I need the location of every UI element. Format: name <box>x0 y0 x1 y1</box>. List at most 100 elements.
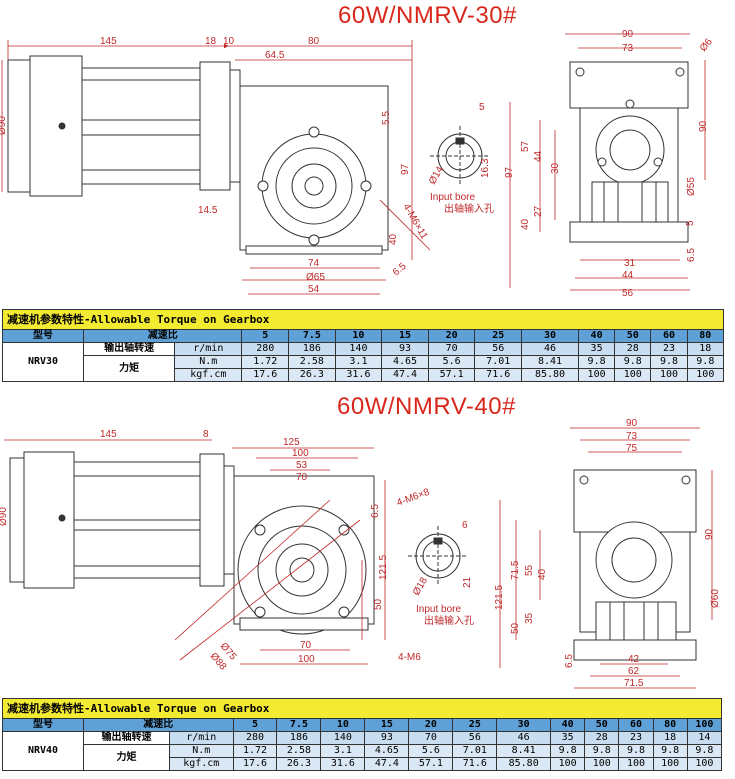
bore-40-label-cn: 出轴输入孔 <box>424 614 474 627</box>
t40-kgf-9: 100 <box>618 757 654 771</box>
front30-d6: Ø6 <box>698 36 715 54</box>
f40-42: 42 <box>628 654 640 665</box>
t30-kgf-3: 47.4 <box>381 368 429 382</box>
t30-rpm-5: 56 <box>474 342 523 356</box>
t40-nm-6: 8.41 <box>496 744 552 758</box>
table40-col-model: 型号 <box>2 718 84 732</box>
t40-kgf-10: 100 <box>652 757 688 771</box>
t40-nm-4: 5.6 <box>408 744 454 758</box>
t40-rpm-2: 140 <box>320 731 366 745</box>
gearbox-40 <box>233 475 375 635</box>
motor-40 <box>9 451 235 589</box>
f40-75: 75 <box>626 443 638 454</box>
t30-ratio-4: 20 <box>427 329 476 343</box>
t40-rpm-11: 14 <box>686 731 723 745</box>
f40-55: 55 <box>524 564 535 576</box>
t40-ratio-6: 30 <box>496 718 552 732</box>
front30-57: 57 <box>520 140 531 152</box>
dim-54: 54 <box>308 284 320 295</box>
t40-nm-1: 2.58 <box>276 744 322 758</box>
table40-col-ratio: 减速比 <box>83 718 234 732</box>
s40-125: 125 <box>283 437 300 448</box>
table30-col-model: 型号 <box>2 329 84 343</box>
dim-10: 10 <box>223 36 235 47</box>
dim-64-5: 64.5 <box>265 50 285 61</box>
s40-145: 145 <box>100 429 117 440</box>
front-view-40 <box>573 469 697 661</box>
bore-40-dim-21: 21 <box>462 576 473 588</box>
t40-kgf-0: 17.6 <box>232 757 278 771</box>
t40-rpm-9: 23 <box>618 731 654 745</box>
t30-ratio-6: 30 <box>521 329 579 343</box>
t30-kgf-10: 100 <box>686 368 725 382</box>
t40-ratio-7: 40 <box>550 718 586 732</box>
dim-97: 97 <box>400 163 411 175</box>
t40-rpm-7: 35 <box>550 731 586 745</box>
front30-31: 31 <box>624 258 636 269</box>
t30-nm-5: 7.01 <box>474 355 523 369</box>
bore-30-dim-5: 5 <box>479 102 485 113</box>
t30-nm-6: 8.41 <box>521 355 579 369</box>
front30-73: 73 <box>622 43 634 54</box>
table40-header: 减速机参数特性-Allowable Torque on Gearbox <box>2 698 722 719</box>
t40-nm-8: 9.8 <box>584 744 620 758</box>
t40-ratio-8: 50 <box>584 718 620 732</box>
dim-d65: Ø65 <box>306 272 325 283</box>
f40-90v: 90 <box>704 528 715 540</box>
front30-6-5: 6.5 <box>686 248 697 262</box>
s40-8: 8 <box>203 429 209 440</box>
bore-40-dim-d18: Ø18 <box>411 575 430 597</box>
t30-kgf-8: 100 <box>614 368 652 382</box>
front30-5: 5 <box>685 220 696 226</box>
torque-table-nrv40: 减速机参数特性-Allowable Torque on Gearbox 型号 减… <box>2 698 723 771</box>
t40-nm-3: 4.65 <box>364 744 410 758</box>
t40-kgf-5: 71.6 <box>452 757 498 771</box>
t30-rpm-3: 93 <box>381 342 429 356</box>
dims-front-30 <box>509 33 706 291</box>
f40-90: 90 <box>626 418 638 429</box>
t40-ratio-9: 60 <box>618 718 654 732</box>
t30-ratio-3: 15 <box>381 329 429 343</box>
t40-kgf-2: 31.6 <box>320 757 366 771</box>
t40-nm-0: 1.72 <box>232 744 278 758</box>
s40-6-5: 6.5 <box>370 504 381 518</box>
t40-kgf-7: 100 <box>550 757 586 771</box>
table30-row-torque: 力矩 <box>82 355 176 382</box>
dims-side-40 <box>4 439 386 665</box>
table30-row-speed: 输出轴转速 <box>82 342 176 356</box>
t30-nm-1: 2.58 <box>288 355 336 369</box>
bore-30-dim-16-3: 16.3 <box>480 158 491 178</box>
s40-70b: 70 <box>300 640 312 651</box>
f40-62: 62 <box>628 666 640 677</box>
t30-ratio-5: 25 <box>474 329 523 343</box>
t40-ratio-5: 25 <box>452 718 498 732</box>
t30-ratio-10: 80 <box>686 329 725 343</box>
t30-kgf-5: 71.6 <box>474 368 523 382</box>
t40-ratio-4: 20 <box>408 718 454 732</box>
table40-unit-nm: N.m <box>169 744 234 758</box>
t30-rpm-9: 23 <box>650 342 688 356</box>
front30-44: 44 <box>533 150 544 162</box>
f40-40: 40 <box>537 568 548 580</box>
t30-kgf-7: 100 <box>577 368 616 382</box>
t30-nm-0: 1.72 <box>241 355 290 369</box>
t40-rpm-5: 56 <box>452 731 498 745</box>
s40-50: 50 <box>373 598 384 610</box>
t40-kgf-6: 85.80 <box>496 757 552 771</box>
front-view-30 <box>569 61 689 243</box>
front30-27: 27 <box>533 205 544 217</box>
dim-74: 74 <box>308 258 320 269</box>
table30-col-ratio: 减速比 <box>82 329 243 343</box>
f40-50: 50 <box>510 622 521 634</box>
t40-rpm-10: 18 <box>652 731 688 745</box>
t30-nm-4: 5.6 <box>427 355 476 369</box>
dim-d90: Ø90 <box>0 116 8 135</box>
table30-header: 减速机参数特性-Allowable Torque on Gearbox <box>2 309 724 330</box>
s40-100: 100 <box>292 448 309 459</box>
t30-rpm-8: 28 <box>614 342 652 356</box>
t30-rpm-0: 280 <box>241 342 290 356</box>
f40-35: 35 <box>524 612 535 624</box>
dim-4-m6x11: 4-M6×11 <box>400 202 429 242</box>
torque-table-nrv30: 减速机参数特性-Allowable Torque on Gearbox 型号 减… <box>2 309 725 382</box>
